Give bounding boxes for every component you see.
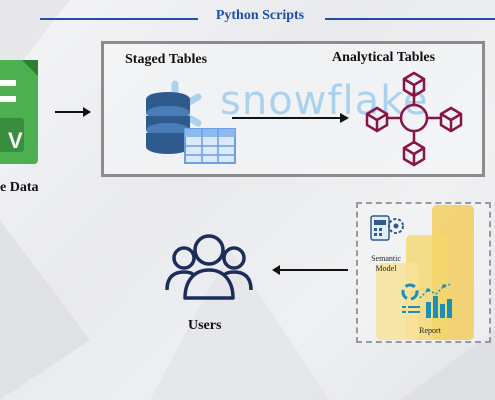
arrow-to-analytical: [232, 113, 349, 123]
semantic-model-label: Semantic Model: [366, 254, 406, 274]
header-line-left: [40, 18, 198, 20]
arrow-to-warehouse: [55, 107, 91, 117]
source-data-label: e Data: [0, 180, 39, 195]
report-chart-icon: [401, 283, 453, 318]
header-line-right: [325, 18, 495, 20]
users-icon: [165, 234, 253, 300]
arrow-to-users: [272, 265, 348, 275]
table-grid-icon: [184, 128, 236, 164]
analytical-tables-label: Analytical Tables: [332, 50, 436, 65]
python-scripts-label: Python Scripts: [215, 8, 305, 23]
snowflake-brand-text: snowflake: [220, 78, 429, 124]
semantic-model-icon: [370, 215, 404, 241]
database-icon: [146, 92, 190, 154]
excel-letter: V: [8, 128, 23, 153]
report-label: Report: [419, 326, 441, 335]
users-label: Users: [188, 318, 222, 333]
analytical-cubes-icon: [365, 71, 463, 167]
semantic-model-text: Semantic Model: [371, 254, 401, 273]
staged-tables-label: Staged Tables: [125, 52, 208, 67]
excel-file-icon: [0, 60, 38, 164]
